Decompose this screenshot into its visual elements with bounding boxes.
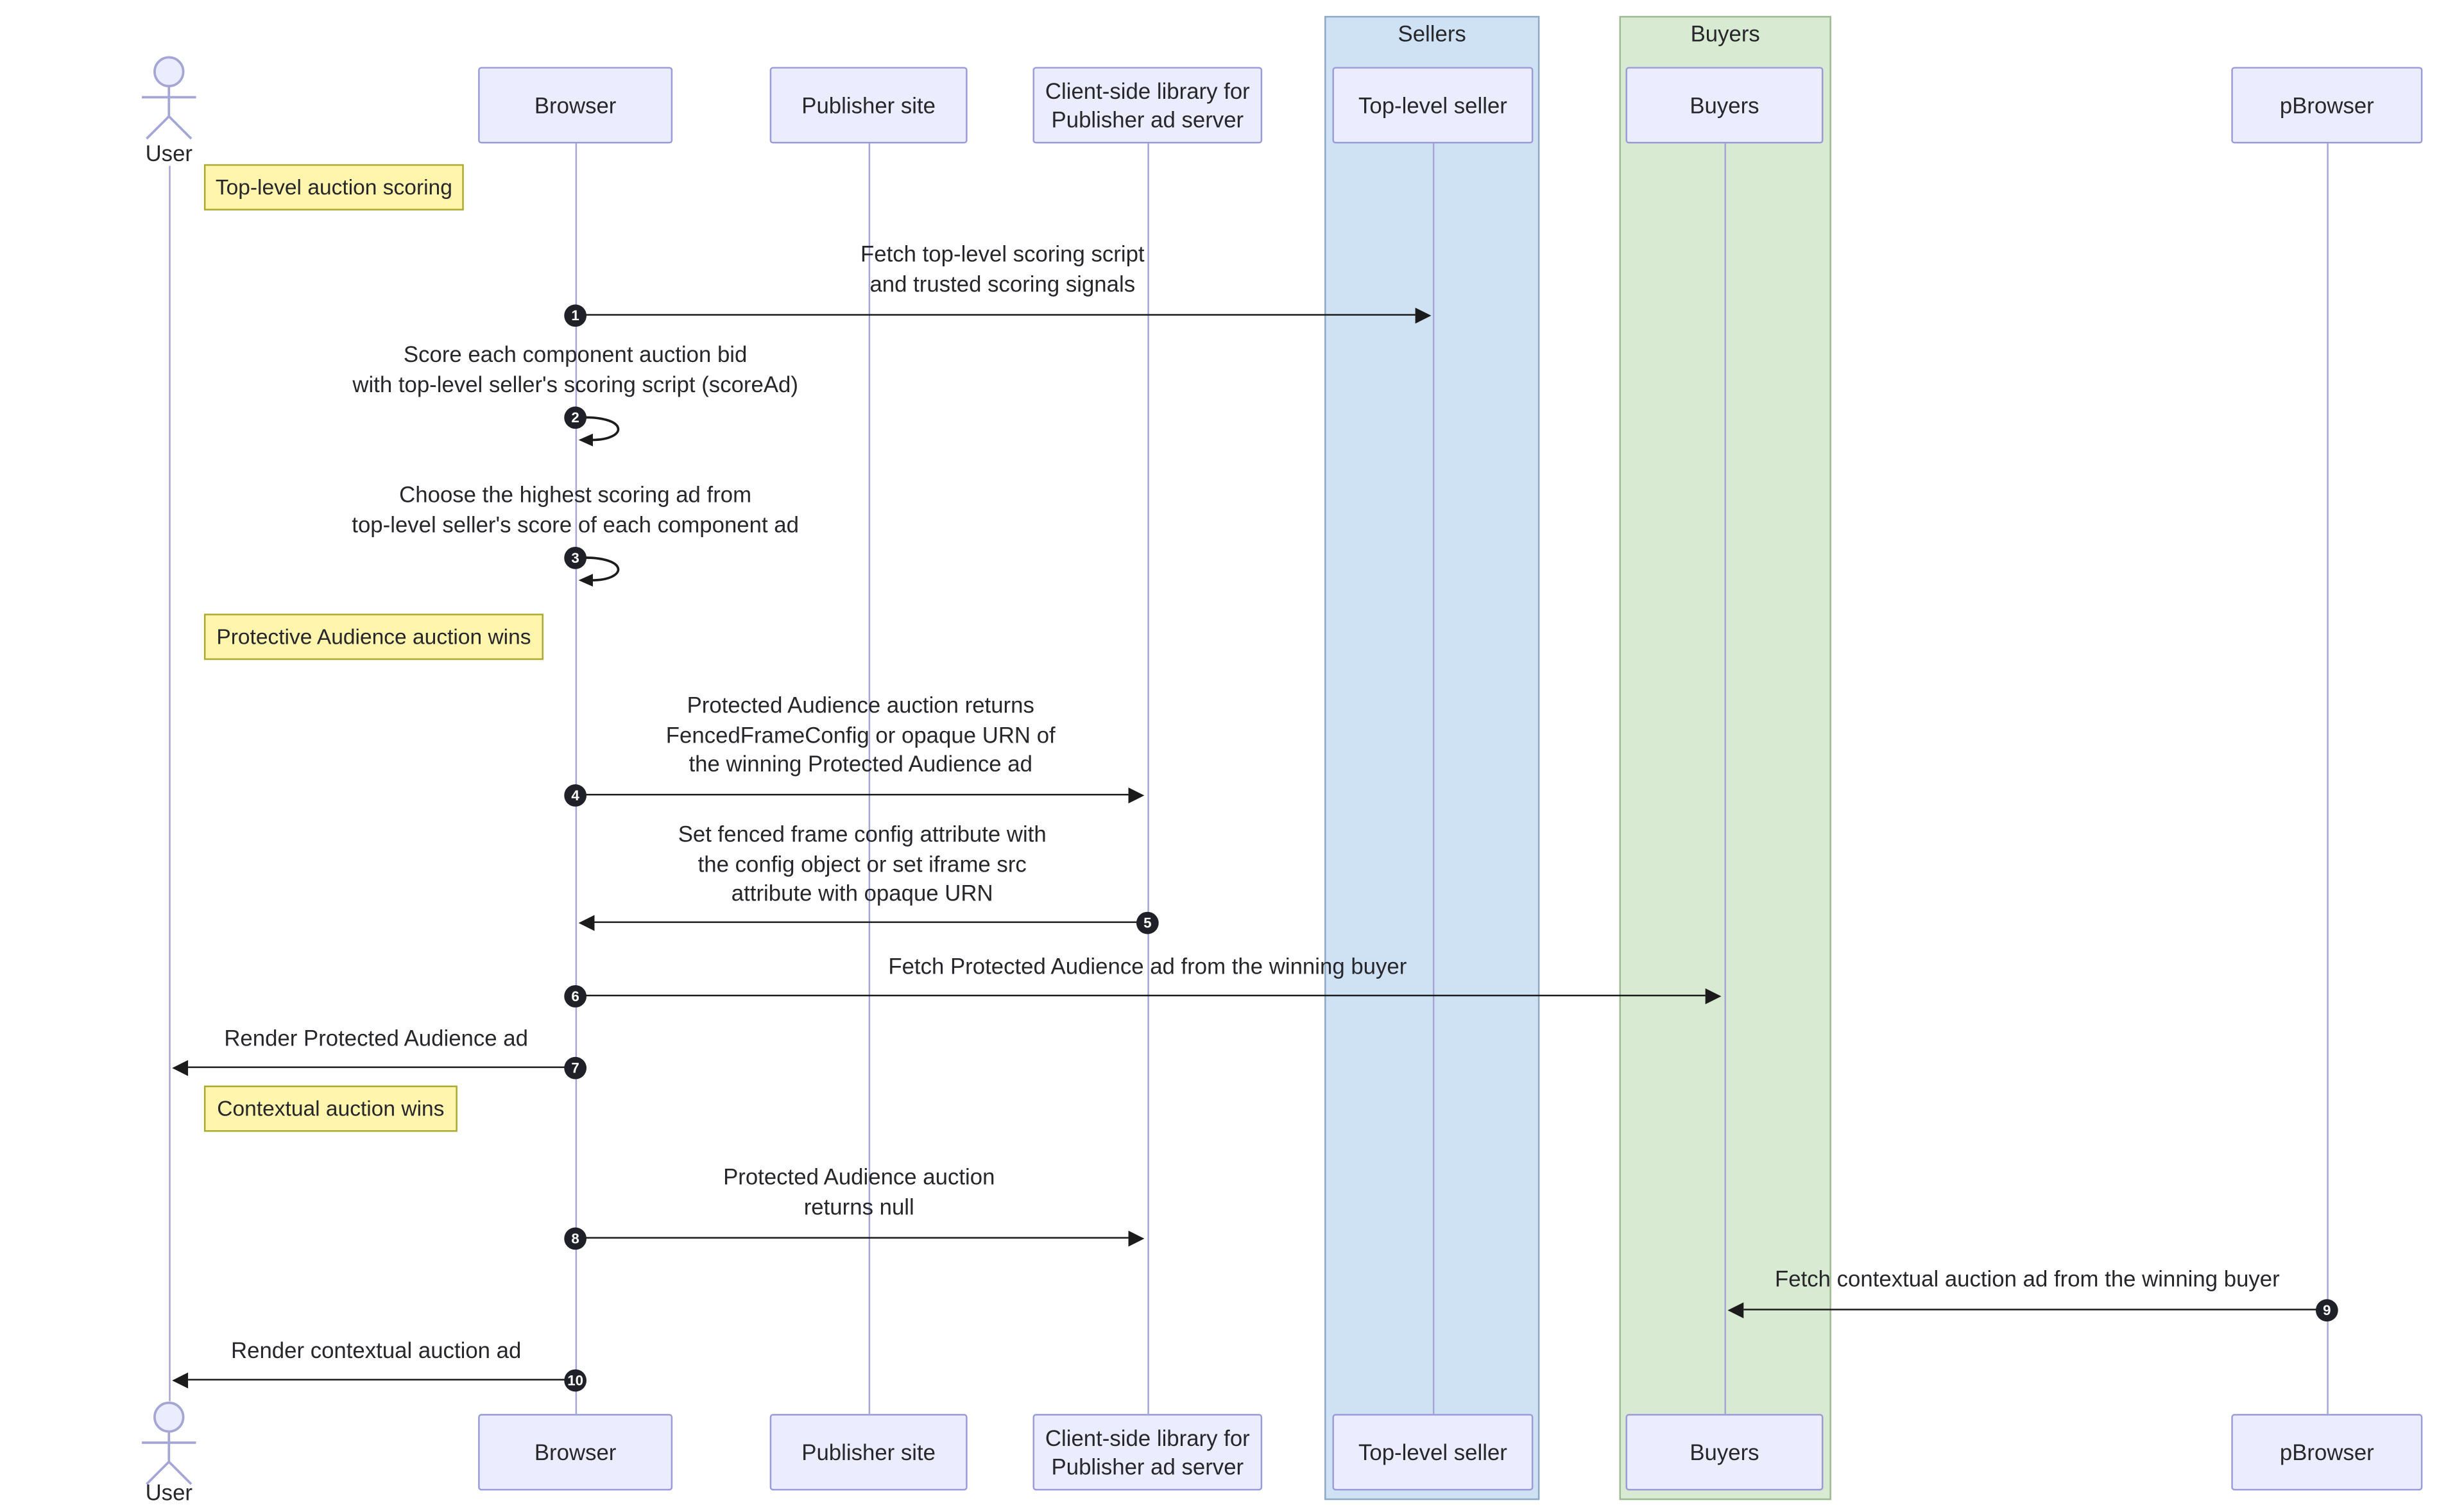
sequence-number-badge: 3 xyxy=(564,546,587,569)
participant-label: Browser xyxy=(534,92,617,118)
lifeline-ad-server-library xyxy=(1147,143,1149,1415)
sequence-number-badge: 6 xyxy=(564,985,587,1008)
message-arrow-8 xyxy=(575,1237,1129,1239)
arrowhead-left-icon xyxy=(1727,1302,1744,1319)
arrowhead-left-icon xyxy=(172,1060,189,1076)
participant-pbrowser-top: pBrowser xyxy=(2231,67,2423,144)
participant-buyers-top: Buyers xyxy=(1625,67,1824,144)
participant-browser-bottom: Browser xyxy=(478,1414,673,1491)
message-arrow-1 xyxy=(575,314,1416,316)
message-text-4: Protected Audience auction returns Fence… xyxy=(665,691,1056,777)
message-text-8: Protected Audience auction returns null xyxy=(723,1164,995,1219)
lifeline-buyers xyxy=(1724,143,1726,1415)
participant-label: pBrowser xyxy=(2279,92,2374,118)
participant-publisher-site-bottom: Publisher site xyxy=(769,1414,968,1491)
participant-label: Buyers xyxy=(1690,1439,1759,1465)
arrowhead-left-icon xyxy=(578,915,595,931)
sequence-number-badge: 7 xyxy=(564,1056,587,1079)
message-arrow-10 xyxy=(188,1379,576,1380)
sequence-number-badge: 4 xyxy=(564,784,587,807)
message-arrow-6 xyxy=(575,994,1706,997)
user-actor-label-top: User xyxy=(145,140,193,166)
participant-label: Client-side library for Publisher ad ser… xyxy=(1045,78,1250,133)
arrowhead-right-icon xyxy=(1415,307,1432,324)
message-arrow-9 xyxy=(1743,1309,2327,1311)
note-protected-audience-auction-wins: Protective Audience auction wins xyxy=(203,614,543,660)
participant-ad-server-library-top: Client-side library for Publisher ad ser… xyxy=(1032,67,1263,144)
group-sellers-label: Sellers xyxy=(1398,21,1466,47)
message-arrow-5 xyxy=(594,921,1148,924)
participant-label: Top-level seller xyxy=(1358,1439,1507,1465)
sequence-number-badge: 2 xyxy=(564,406,587,429)
arrowhead-right-icon xyxy=(1128,787,1145,804)
participant-browser-top: Browser xyxy=(478,67,673,144)
message-text-10: Render contextual auction ad xyxy=(230,1337,522,1363)
lifeline-user xyxy=(169,166,171,1402)
participant-buyers-bottom: Buyers xyxy=(1625,1414,1824,1491)
sequence-number-badge: 10 xyxy=(564,1369,587,1392)
sequence-number-badge: 5 xyxy=(1136,911,1159,934)
sequence-number-badge: 9 xyxy=(2315,1299,2338,1322)
user-actor-icon xyxy=(142,1401,196,1485)
lifeline-top-level-seller xyxy=(1432,143,1435,1415)
participant-label: Client-side library for Publisher ad ser… xyxy=(1045,1425,1250,1479)
note-contextual-auction-wins: Contextual auction wins xyxy=(203,1085,458,1132)
sequence-number-badge: 8 xyxy=(564,1227,587,1250)
sequence-number-badge: 1 xyxy=(564,304,587,327)
participant-label: Top-level seller xyxy=(1358,92,1507,118)
user-actor-label-bottom: User xyxy=(145,1479,193,1505)
lifeline-publisher-site xyxy=(868,143,871,1415)
user-actor-icon xyxy=(142,56,196,140)
message-arrow-7 xyxy=(188,1066,576,1069)
participant-publisher-site-top: Publisher site xyxy=(769,67,968,144)
participant-top-level-seller-bottom: Top-level seller xyxy=(1332,1414,1534,1491)
participant-label: Publisher site xyxy=(801,1439,936,1465)
participant-pbrowser-bottom: pBrowser xyxy=(2231,1414,2423,1491)
lifeline-pbrowser xyxy=(2327,143,2329,1415)
message-text-3: Choose the highest scoring ad from top-l… xyxy=(352,481,800,537)
participant-label: pBrowser xyxy=(2279,1439,2374,1465)
arrowhead-right-icon xyxy=(1705,988,1722,1004)
message-text-5: Set fenced frame config attribute with t… xyxy=(678,821,1047,906)
participant-ad-server-library-bottom: Client-side library for Publisher ad ser… xyxy=(1032,1414,1263,1491)
message-text-9: Fetch contextual auction ad from the win… xyxy=(1775,1266,2280,1291)
participant-label: Publisher site xyxy=(801,92,936,118)
lifeline-browser xyxy=(575,143,578,1415)
self-message-arrow xyxy=(575,556,620,587)
group-buyers-label: Buyers xyxy=(1690,21,1760,47)
message-text-1: Fetch top-level scoring script and trust… xyxy=(860,241,1145,296)
arrowhead-right-icon xyxy=(1128,1230,1145,1247)
message-text-7: Render Protected Audience ad xyxy=(224,1025,528,1051)
self-message-arrow xyxy=(575,416,620,447)
participant-label: Browser xyxy=(534,1439,617,1465)
note-top-level-auction-scoring: Top-level auction scoring xyxy=(203,164,464,211)
message-arrow-4 xyxy=(575,793,1129,796)
participant-top-level-seller-top: Top-level seller xyxy=(1332,67,1534,144)
participant-label: Buyers xyxy=(1690,92,1759,118)
message-text-6: Fetch Protected Audience ad from the win… xyxy=(888,953,1407,979)
arrowhead-left-icon xyxy=(172,1372,189,1389)
message-text-2: Score each component auction bid with to… xyxy=(352,341,798,397)
group-sellers xyxy=(1324,15,1540,1501)
